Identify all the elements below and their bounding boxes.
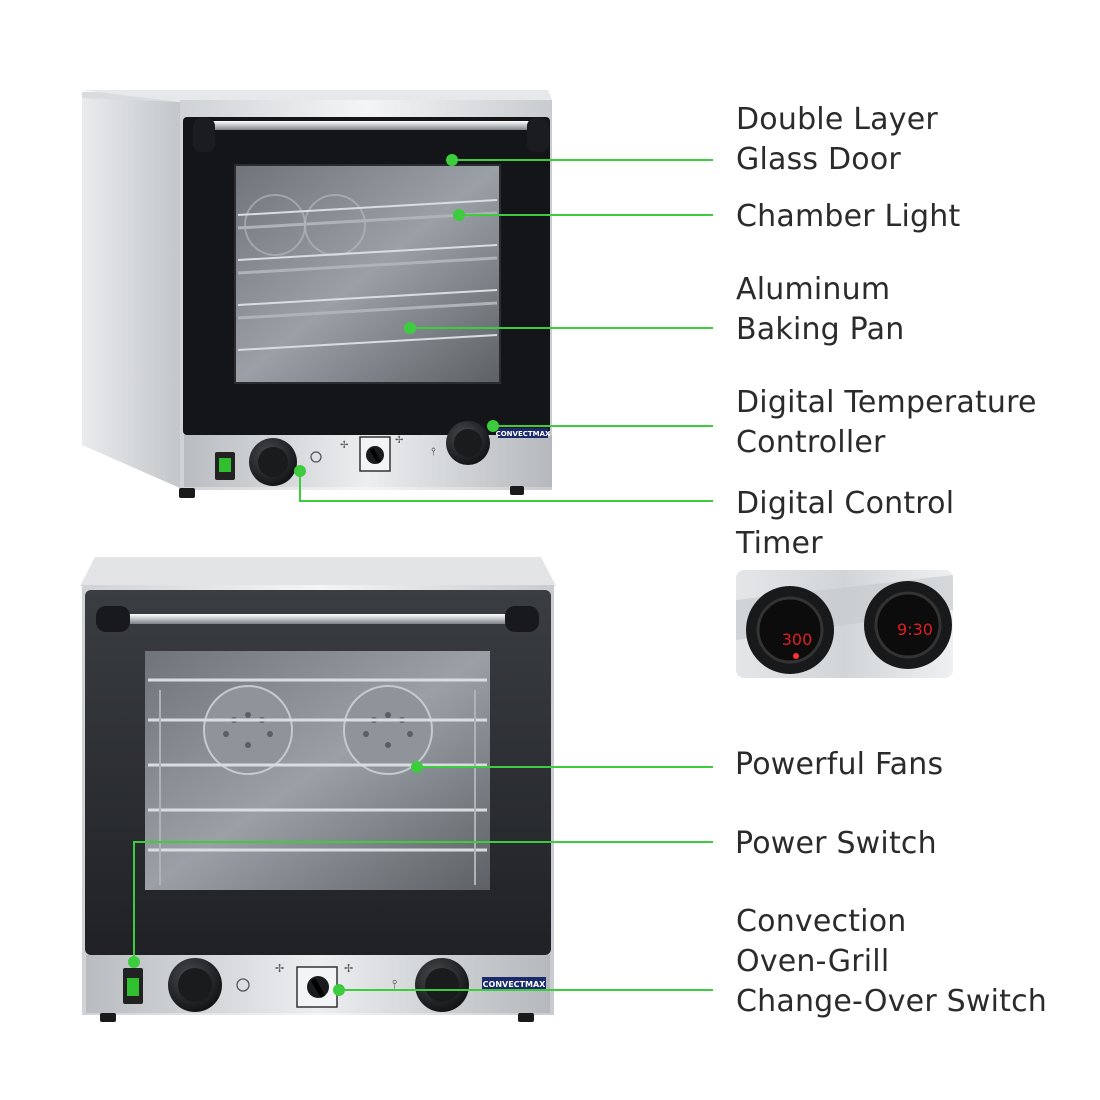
callout-line: Digital Control	[736, 486, 955, 521]
callout-lines	[133, 159, 713, 991]
callout-line: Change-Over Switch	[736, 984, 1047, 1019]
callout-change-over: Convection Oven-Grill Change-Over Switch	[736, 902, 1047, 1022]
callout-line: Power Switch	[735, 826, 937, 861]
callout-control-timer: Digital Control Timer	[736, 484, 954, 564]
callout-line: Controller	[736, 425, 886, 460]
callout-baking-pan: Aluminum Baking Pan	[736, 270, 904, 350]
svg-text:✢: ✢	[395, 435, 403, 446]
callout-power-switch: Power Switch	[735, 824, 937, 864]
callout-line: Aluminum	[736, 272, 891, 307]
callout-line: Glass Door	[736, 142, 901, 177]
callout-line: Baking Pan	[736, 312, 905, 347]
callout-temp-controller: Digital Temperature Controller	[736, 383, 1037, 463]
callout-line: Chamber Light	[736, 199, 961, 234]
callout-line: Powerful Fans	[735, 747, 944, 782]
callout-fans: Powerful Fans	[735, 745, 943, 785]
clock-icon	[310, 451, 322, 463]
door-handle[interactable]	[196, 121, 548, 130]
fan-icon: ✢	[340, 440, 348, 451]
temperature-display: 300	[782, 630, 813, 649]
chamber-window	[235, 165, 500, 383]
svg-text:✢: ✢	[344, 962, 353, 975]
svg-text:✢: ✢	[275, 962, 284, 975]
brand-text: CONVECTMAX	[496, 430, 551, 438]
oven-bottom-unit: ✢ ✢ ⫯ CONVECTMAX	[80, 557, 556, 1022]
front-chamber-window	[145, 651, 490, 890]
oven-top-unit: ✢ ✢ ⫯ CONVECTMAX	[80, 90, 552, 498]
callout-chamber-light: Chamber Light	[736, 197, 960, 237]
callout-dots	[128, 154, 499, 996]
front-door-handle[interactable]	[110, 614, 525, 624]
callout-line: Double Layer	[736, 102, 938, 137]
svg-text:⫯: ⫯	[392, 977, 397, 991]
convection-fans	[203, 685, 433, 775]
callout-line: Convection	[736, 904, 907, 939]
display-closeup: 300 9:30	[736, 570, 953, 678]
brand-badge	[498, 428, 548, 438]
callout-line: Digital Temperature	[736, 385, 1037, 420]
callout-glass-door: Double Layer Glass Door	[736, 100, 938, 180]
callout-line: Oven-Grill	[736, 944, 890, 979]
callout-line: Timer	[736, 526, 823, 561]
timer-display: 9:30	[897, 620, 933, 639]
thermometer-icon: ⫯	[431, 445, 436, 458]
front-brand-text: CONVECTMAX	[483, 980, 547, 989]
